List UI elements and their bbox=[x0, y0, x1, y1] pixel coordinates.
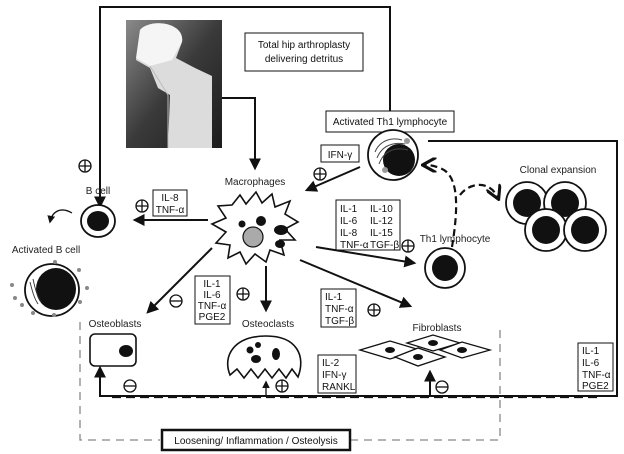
bcell-cytokine-box: IL-8 TNF-α bbox=[152, 189, 188, 217]
minus-sign bbox=[435, 380, 449, 394]
rankl-box: IL-2 IFN-γ RANKL bbox=[317, 354, 357, 394]
clonal-cells bbox=[505, 181, 607, 252]
plus-sign bbox=[401, 239, 415, 253]
cytokine-text: IL-1 bbox=[340, 204, 358, 215]
macrophages-label: Macrophages bbox=[225, 177, 286, 188]
minus-sign bbox=[123, 379, 137, 393]
cytokine-text: PGE2 bbox=[582, 381, 609, 392]
cytokine-text: IL-6 bbox=[582, 358, 600, 369]
macrophage-to-osteoblast-arrow bbox=[146, 247, 213, 314]
image-to-macrophages-arrow bbox=[222, 97, 261, 171]
osteoclasts-label: Osteoclasts bbox=[242, 319, 294, 330]
activated-th1-label: Activated Th1 lymphocyte bbox=[333, 117, 448, 128]
minus-sign bbox=[169, 294, 183, 308]
ifn-text: IFN-γ bbox=[328, 150, 352, 161]
activated-bcell-label: Activated B cell bbox=[12, 245, 80, 256]
plus-sign bbox=[275, 379, 289, 393]
cytokine-text: TNF-α bbox=[198, 301, 227, 312]
ifn-box: IFN-γ bbox=[320, 144, 360, 163]
activated-th1-cell bbox=[367, 129, 419, 181]
activated-bcell bbox=[10, 260, 89, 317]
cytokine-text: IL-8 bbox=[340, 228, 358, 239]
cytokine-text: IL-6 bbox=[340, 216, 358, 227]
bcell bbox=[80, 204, 116, 238]
plus-sign bbox=[313, 167, 327, 181]
cytokine-text: IFN-γ bbox=[322, 370, 346, 381]
macrophage-to-th1-arrow bbox=[315, 246, 417, 268]
bcell-label: B cell bbox=[86, 186, 110, 197]
plus-sign bbox=[236, 287, 250, 301]
title-line-2: delivering detritus bbox=[265, 54, 343, 65]
cytokine-text: IL-1 bbox=[203, 279, 221, 290]
plus-sign bbox=[135, 199, 149, 213]
osteoclast-cell bbox=[226, 335, 302, 380]
plus-sign bbox=[367, 303, 381, 317]
outcome-box: Loosening/ Inflammation / Osteolysis bbox=[160, 428, 352, 452]
cytokine-text: TGF-β bbox=[370, 240, 399, 251]
outer-connector bbox=[94, 6, 391, 209]
title-box: Total hip arthroplasty delivering detrit… bbox=[244, 32, 364, 72]
th1-cell bbox=[424, 247, 466, 289]
cytokine-text: IL-2 bbox=[322, 358, 340, 369]
fibro-cytokine-box: IL-1 TNF-α TGF-β bbox=[320, 288, 357, 328]
plus-sign bbox=[78, 159, 92, 173]
bcell-activation-arrow bbox=[47, 209, 73, 224]
xray-image bbox=[126, 20, 222, 148]
th1-to-macrophage-arrow bbox=[304, 166, 361, 192]
cytokine-text: TNF-α bbox=[340, 240, 369, 251]
macrophage-cell bbox=[210, 190, 300, 266]
fibroblast-cells bbox=[357, 334, 493, 367]
cytokine-text: IL-8 bbox=[161, 193, 179, 204]
cytokine-text: TNF-α bbox=[156, 205, 185, 216]
cytokine-text: IL-1 bbox=[582, 346, 600, 357]
cytokine-text: TNF-α bbox=[325, 304, 354, 315]
right-feedback-line bbox=[99, 140, 618, 397]
th1-to-activated-dashed-arrow bbox=[424, 165, 458, 248]
cytokine-text: IL-12 bbox=[370, 216, 393, 227]
th1-cytokine-box: IL-1 IL-6 IL-8 TNF-α IL-10 IL-12 IL-15 T… bbox=[335, 199, 401, 251]
fibroblasts-label: Fibroblasts bbox=[413, 323, 462, 334]
cytokine-text: IL-6 bbox=[203, 290, 221, 301]
cytokine-text: IL-1 bbox=[325, 292, 343, 303]
clonal-dashed-arrow bbox=[459, 185, 498, 198]
activated-th1-box: Activated Th1 lymphocyte bbox=[325, 110, 455, 133]
macrophage-to-fibroblast-arrow bbox=[299, 259, 413, 308]
cytokine-text: RANKL bbox=[322, 382, 356, 393]
cytokine-text: TNF-α bbox=[582, 370, 611, 381]
cytokine-text: IL-15 bbox=[370, 228, 393, 239]
clonal-expansion-label: Clonal expansion bbox=[520, 165, 597, 176]
osteoblast-cell bbox=[89, 333, 137, 367]
th1-label: Th1 lymphocyte bbox=[420, 234, 491, 245]
outcome-text: Loosening/ Inflammation / Osteolysis bbox=[174, 436, 337, 447]
cytokine-text: TGF-β bbox=[325, 316, 354, 327]
bone-region-boundary bbox=[79, 322, 501, 441]
osteo-cytokine-box: IL-1 IL-6 TNF-α PGE2 bbox=[194, 275, 231, 325]
title-line-1: Total hip arthroplasty bbox=[258, 40, 350, 51]
cytokine-text: IL-10 bbox=[370, 204, 393, 215]
cytokine-text: PGE2 bbox=[199, 312, 226, 323]
right-cytokine-box: IL-1 IL-6 TNF-α PGE2 bbox=[577, 342, 614, 392]
osteoblasts-label: Osteoblasts bbox=[89, 319, 142, 330]
